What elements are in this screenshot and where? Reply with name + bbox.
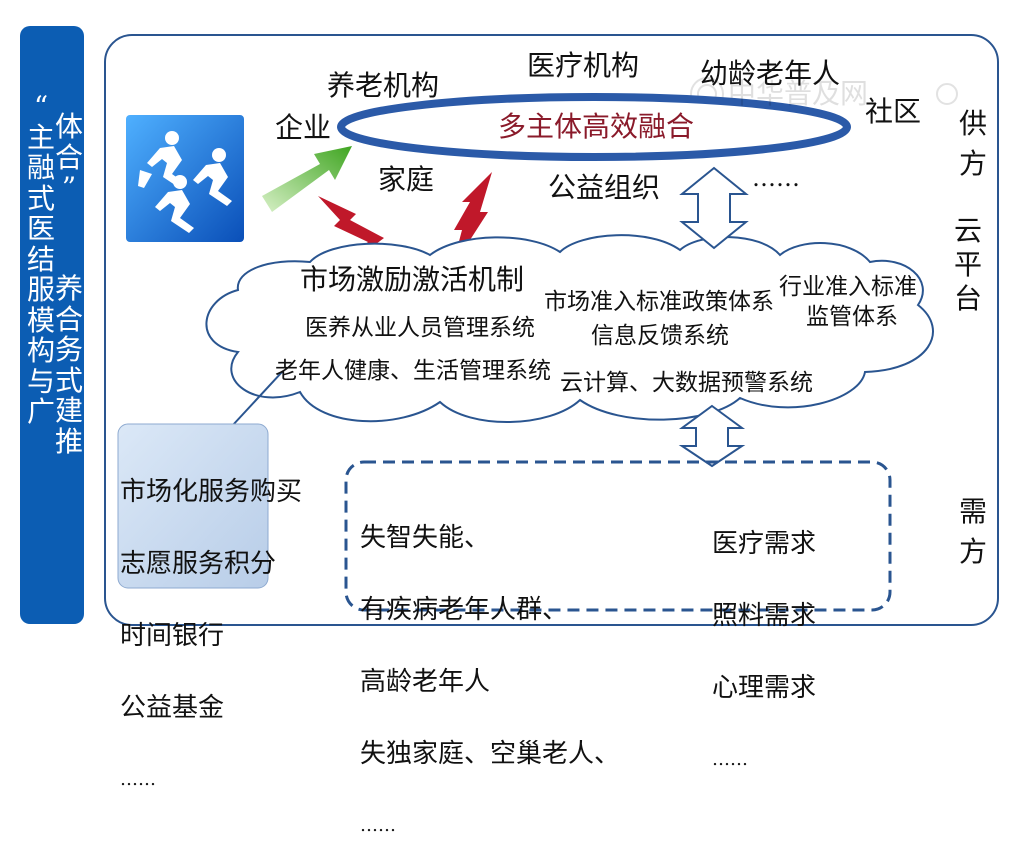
label-shequ: 社区: [865, 95, 922, 128]
demand-group-item: 失独家庭、空巢老人、: [360, 739, 621, 769]
demand-group-item: ……: [360, 815, 396, 836]
demand-group-item: 有疾病老年人群、: [360, 595, 569, 625]
double-arrow-bottom: [678, 404, 746, 468]
runners-icon: [126, 115, 244, 242]
title-sidebar: “ 主 融 式 医 结 服 模 构 与 广 体 合 ” 养 合 务 式 建 推: [20, 26, 84, 624]
cloud-zhunru-biaozhun: 市场准入标准政策体系: [544, 289, 774, 315]
side-label-cloud: 云 平 台: [953, 214, 982, 315]
callout-line: [231, 371, 283, 427]
cloud-xinxi-fankui: 信息反馈系统: [591, 323, 729, 349]
demand-box: [344, 460, 892, 612]
cloud-hangye-line1: 行业准入标准: [779, 274, 917, 300]
cloud-shichang-jili: 市场激励激活机制: [300, 263, 525, 296]
double-arrow-top: [679, 166, 749, 250]
left-box-item: 时间银行: [120, 621, 225, 651]
diagram-frame: [104, 34, 999, 626]
label-gongyi-zuzhi: 公益组织: [548, 171, 661, 204]
cloud-yiyang-guanli: 医养从业人员管理系统: [305, 315, 535, 341]
ellipse-label: 多主体高效融合: [498, 110, 695, 143]
left-box-item: 志愿服务积分: [120, 549, 277, 579]
label-youling-laonianren: 幼龄老年人: [700, 57, 841, 90]
cloud-yunjisuan: 云计算、大数据预警系统: [560, 370, 813, 396]
demand-group-item: 高龄老年人: [360, 667, 491, 697]
title-column-1: “ 主 融 式 医 结 服 模 构 与 广: [26, 90, 55, 428]
left-box-item: 公益基金: [120, 693, 225, 723]
label-qiye: 企业: [275, 111, 332, 144]
fusion-ellipse: [337, 93, 851, 161]
cloud-laonian-jiankang: 老年人健康、生活管理系统: [275, 358, 551, 384]
left-box: [117, 423, 269, 589]
title-column-2a: 体 合 ”: [54, 110, 83, 204]
left-box-item: 市场化服务购买: [120, 477, 303, 507]
label-jiating: 家庭: [378, 163, 435, 196]
side-label-demand: 需 方: [958, 495, 987, 568]
left-box-list: 市场化服务购买 志愿服务积分 时间银行 公益基金 ……: [120, 432, 302, 816]
side-label-supply: 供 方: [958, 107, 987, 180]
diagram-graphics: [117, 77, 958, 612]
cloud-platform: [205, 234, 934, 423]
demand-need-item: 医疗需求: [712, 529, 817, 559]
label-yiliao-jigou: 医疗机构: [527, 49, 640, 82]
demand-groups-list: 失智失能、 有疾病老年人群、 高龄老年人 失独家庭、空巢老人、 ……: [360, 478, 620, 862]
left-box-item: ……: [120, 769, 156, 790]
title-column-2b: 养 合 务 式 建 推: [54, 272, 83, 458]
watermark-text: 中华普及网: [728, 77, 869, 110]
demand-group-item: 失智失能、: [360, 523, 491, 553]
cloud-hangye-line2: 监管体系: [806, 304, 898, 330]
demand-needs-list: 医疗需求 照料需求 心理需求 ……: [712, 484, 816, 796]
label-supply-more: ……: [752, 164, 800, 192]
demand-need-item: 照料需求: [712, 601, 817, 631]
label-yanglao-jigou: 养老机构: [327, 69, 440, 102]
green-arrow: [262, 146, 352, 212]
demand-need-item: ……: [712, 749, 748, 770]
demand-need-item: 心理需求: [712, 673, 817, 703]
